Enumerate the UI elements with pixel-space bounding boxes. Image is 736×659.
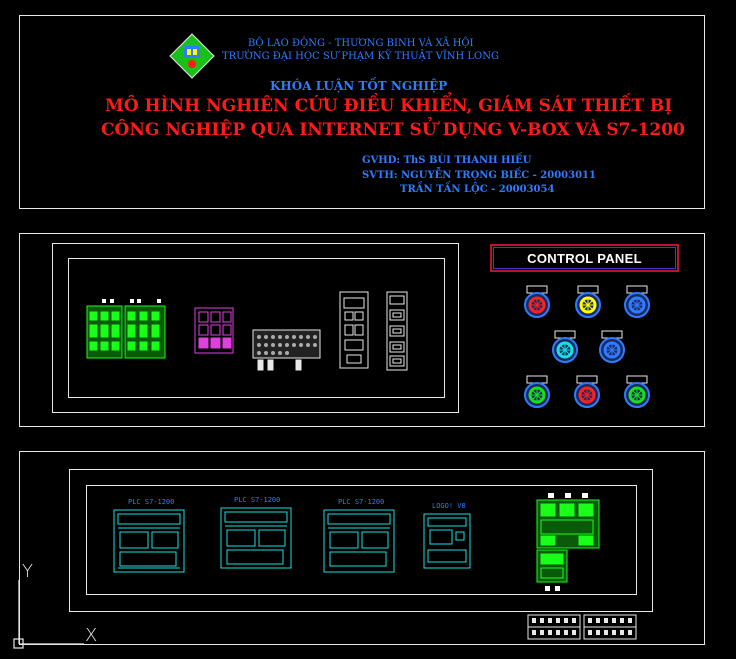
ucs-y-label: Y — [22, 561, 33, 582]
ucs-x-label: X — [85, 625, 98, 646]
circuit-breakers — [86, 299, 166, 359]
plc-module-2 — [220, 507, 292, 569]
plc2-label: PLC S7-1200 — [234, 496, 281, 504]
panel-button-8 — [624, 375, 650, 408]
bottom-panel-frame — [19, 451, 705, 645]
middle-panel-frame — [19, 233, 705, 427]
switch-module — [386, 291, 408, 371]
bottom-inner-frame-outer — [69, 469, 653, 612]
terminal-strips — [527, 614, 637, 640]
panel-button-7 — [574, 375, 600, 408]
student2-text: TRẦN TẤN LỘC - 20003054 — [400, 184, 555, 195]
panel-button-2 — [575, 285, 601, 318]
thesis-title-line2: CÔNG NGHIỆP QUA INTERNET SỬ DỤNG V-BOX V… — [101, 120, 685, 140]
title-block-frame — [19, 15, 705, 209]
logo-module — [423, 513, 471, 569]
vbox-module — [339, 291, 369, 369]
university-logo — [169, 33, 215, 79]
panel-button-1 — [524, 285, 550, 318]
terminal-block — [194, 307, 234, 354]
power-supply — [252, 329, 321, 371]
panel-button-6 — [524, 375, 550, 408]
middle-inner-frame — [68, 258, 445, 398]
ucs-icon — [13, 580, 84, 649]
plc1-label: PLC S7-1200 — [128, 498, 175, 506]
university-text: TRƯỜNG ĐẠI HỌC SƯ PHẠM KỸ THUẬT VĨNH LON… — [222, 51, 499, 62]
control-panel-label: CONTROL PANEL — [490, 244, 679, 272]
contactors — [536, 493, 600, 591]
plc-module-3 — [323, 509, 395, 573]
plc-module-1 — [113, 509, 185, 573]
middle-inner-frame-outer — [52, 243, 459, 413]
ministry-text: BỘ LAO ĐỘNG - THƯƠNG BINH VÀ XÃ HỘI — [248, 38, 474, 49]
advisor-text: GVHD: ThS BÙI THANH HIẾU — [362, 155, 532, 166]
student1-text: SVTH: NGUYỄN TRỌNG BIẾC - 20003011 — [362, 170, 596, 181]
panel-button-4 — [552, 330, 578, 363]
logo-label: LOGO! V8 — [432, 502, 466, 510]
thesis-type-text: KHÓA LUẬN TỐT NGHIỆP — [270, 79, 448, 93]
thesis-title-line1: MÔ HÌNH NGHIÊN CỨU ĐIỀU KHIỂN, GIÁM SÁT … — [105, 96, 673, 116]
plc3-label: PLC S7-1200 — [338, 498, 385, 506]
panel-button-3 — [624, 285, 650, 318]
bottom-inner-frame — [86, 485, 637, 595]
panel-button-5 — [599, 330, 625, 363]
